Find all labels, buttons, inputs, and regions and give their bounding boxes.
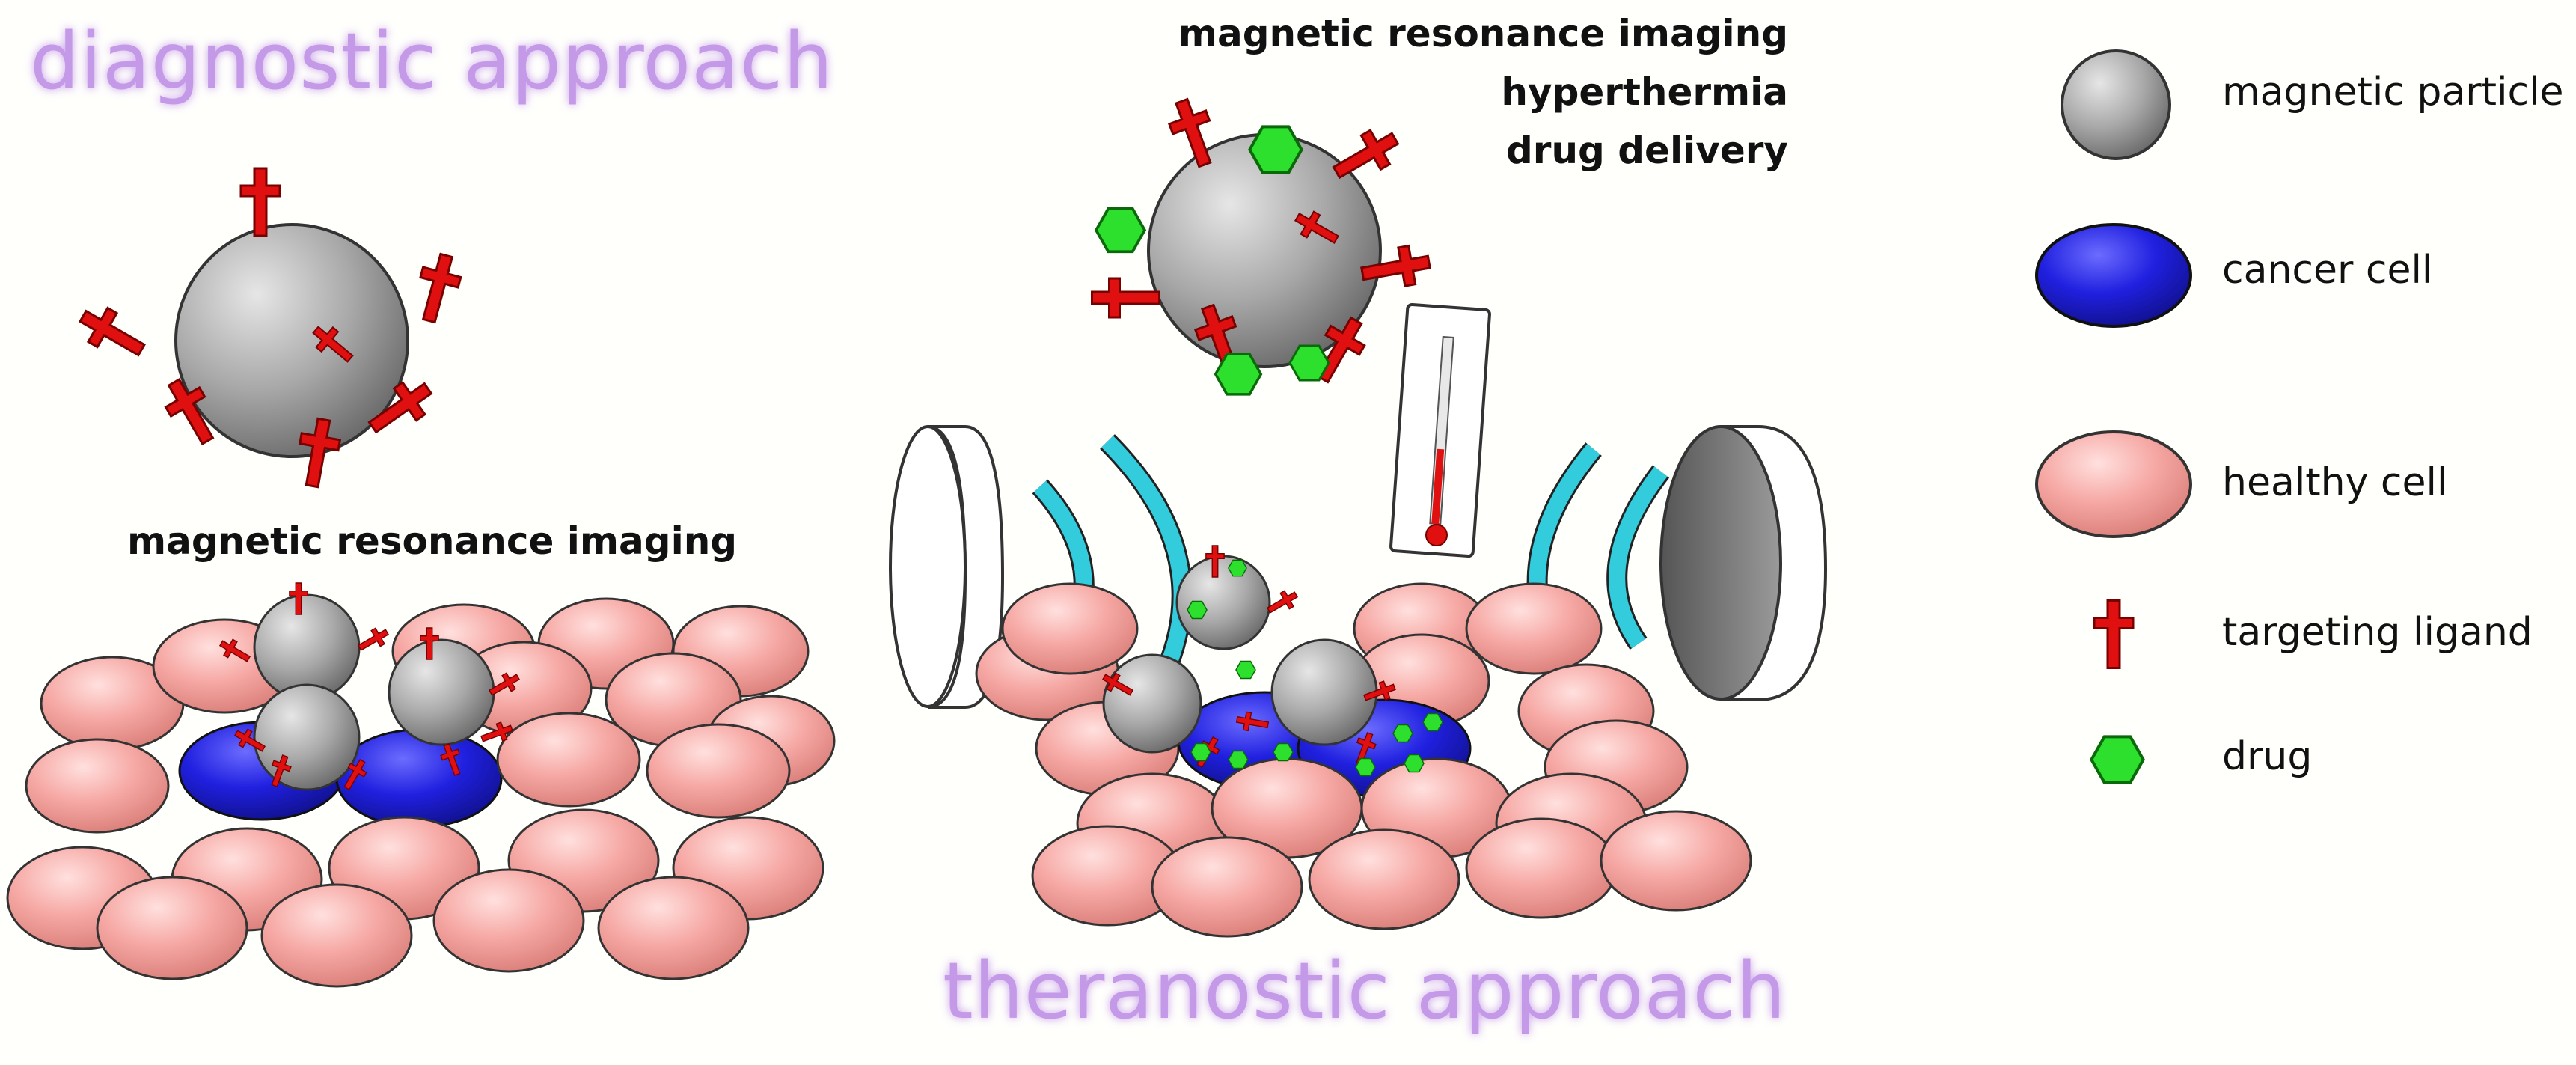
legend-label: magnetic particle — [2222, 70, 2564, 115]
legend-item-cancer-cell: cancer cell — [2035, 223, 2432, 328]
green-hexagon-icon — [2090, 735, 2145, 784]
blue-ellipse-icon — [2035, 223, 2192, 328]
legend: magnetic particle cancer cell healthy ce… — [2035, 49, 2564, 784]
theranostic-particle — [1090, 93, 1434, 396]
left-magnet — [889, 425, 1005, 709]
diagnostic-title: diagnostic approach — [30, 16, 833, 107]
diagnostic-mri-caption: magnetic resonance imaging — [127, 519, 737, 563]
diagnostic-particle — [72, 167, 467, 491]
thermometer — [1389, 302, 1491, 558]
legend-item-targeting-ligand: targeting ligand — [2093, 599, 2533, 670]
right-magnet — [1659, 425, 1828, 701]
diagnostic-tissue — [6, 582, 836, 988]
gray-sphere-icon — [2061, 49, 2171, 160]
legend-item-magnetic-particle: magnetic particle — [2061, 49, 2564, 160]
red-cross-icon — [2093, 599, 2135, 670]
theranostic-caption-drug-delivery: drug delivery — [1506, 129, 1788, 172]
legend-item-healthy-cell: healthy cell — [2035, 430, 2447, 538]
pink-ellipse-icon — [2035, 430, 2192, 538]
theranostic-tissue — [975, 545, 1752, 938]
theranostic-caption-hyperthermia: hyperthermia — [1501, 70, 1788, 114]
theranostic-title: theranostic approach — [943, 945, 1787, 1037]
legend-label: healthy cell — [2222, 460, 2447, 505]
legend-label: drug — [2222, 734, 2312, 779]
legend-item-drug: drug — [2090, 734, 2312, 784]
legend-label: cancer cell — [2222, 248, 2432, 293]
legend-label: targeting ligand — [2222, 610, 2533, 655]
theranostic-caption-mri: magnetic resonance imaging — [1178, 12, 1788, 55]
